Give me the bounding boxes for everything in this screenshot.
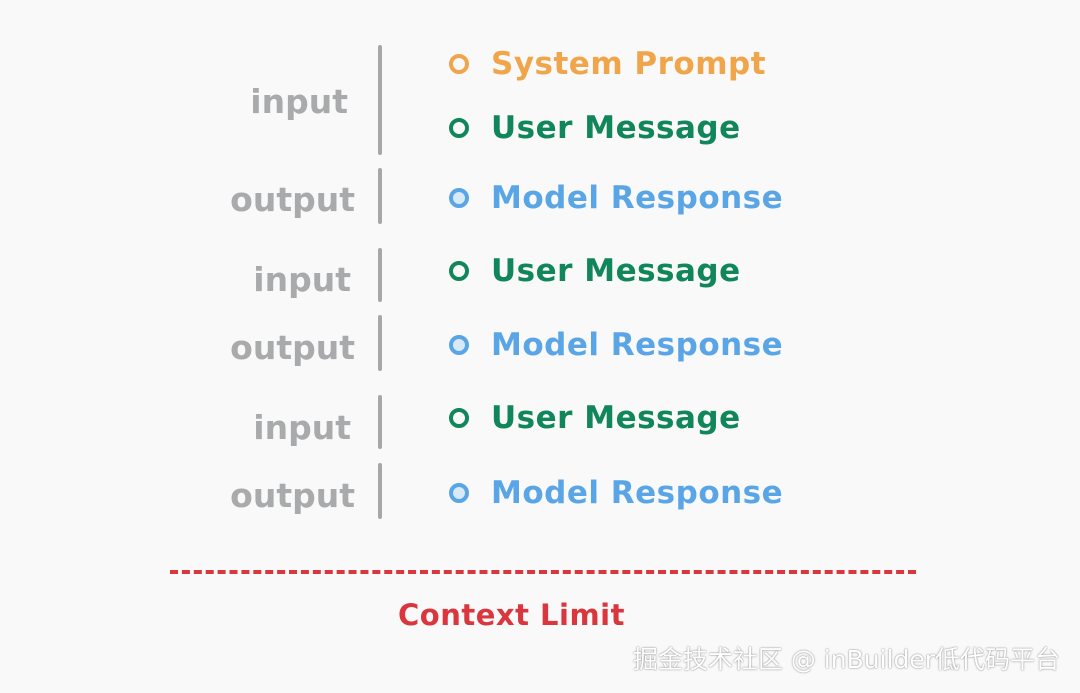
group-bracket-input-2: [378, 248, 382, 302]
circle-icon: [449, 54, 469, 74]
group-bracket-input-3: [378, 395, 382, 449]
group-bracket-output-3: [378, 463, 382, 519]
message-user-2: User Message: [449, 251, 741, 291]
message-model-3: Model Response: [449, 473, 783, 513]
group-label-output-3: output: [230, 476, 355, 515]
message-user-1: User Message: [449, 108, 741, 148]
circle-icon: [449, 118, 469, 138]
group-label-input-3: input: [253, 408, 351, 447]
group-bracket-output-2: [378, 315, 382, 371]
group-label-output-2: output: [230, 328, 355, 367]
circle-icon: [449, 483, 469, 503]
message-label: System Prompt: [491, 46, 767, 82]
message-label: Model Response: [491, 180, 784, 216]
message-label: User Message: [491, 253, 741, 289]
watermark: 掘金技术社区 @ inBuilder低代码平台: [632, 645, 1060, 674]
message-label: Model Response: [491, 327, 784, 363]
circle-icon: [449, 261, 469, 281]
group-label-input-1: input: [250, 82, 348, 121]
group-label-input-2: input: [253, 260, 351, 299]
group-bracket-input-1: [378, 45, 382, 155]
group-label-output-1: output: [230, 180, 355, 219]
circle-icon: [449, 408, 469, 428]
message-label: Model Response: [491, 475, 784, 511]
message-model-1: Model Response: [449, 178, 783, 218]
message-label: User Message: [491, 400, 741, 436]
context-limit-label: Context Limit: [398, 598, 625, 632]
message-system-prompt: System Prompt: [449, 44, 766, 84]
circle-icon: [449, 335, 469, 355]
context-limit-line: [170, 570, 916, 574]
group-bracket-output-1: [378, 168, 382, 224]
message-user-3: User Message: [449, 398, 741, 438]
message-model-2: Model Response: [449, 325, 783, 365]
message-label: User Message: [491, 110, 741, 146]
circle-icon: [449, 188, 469, 208]
